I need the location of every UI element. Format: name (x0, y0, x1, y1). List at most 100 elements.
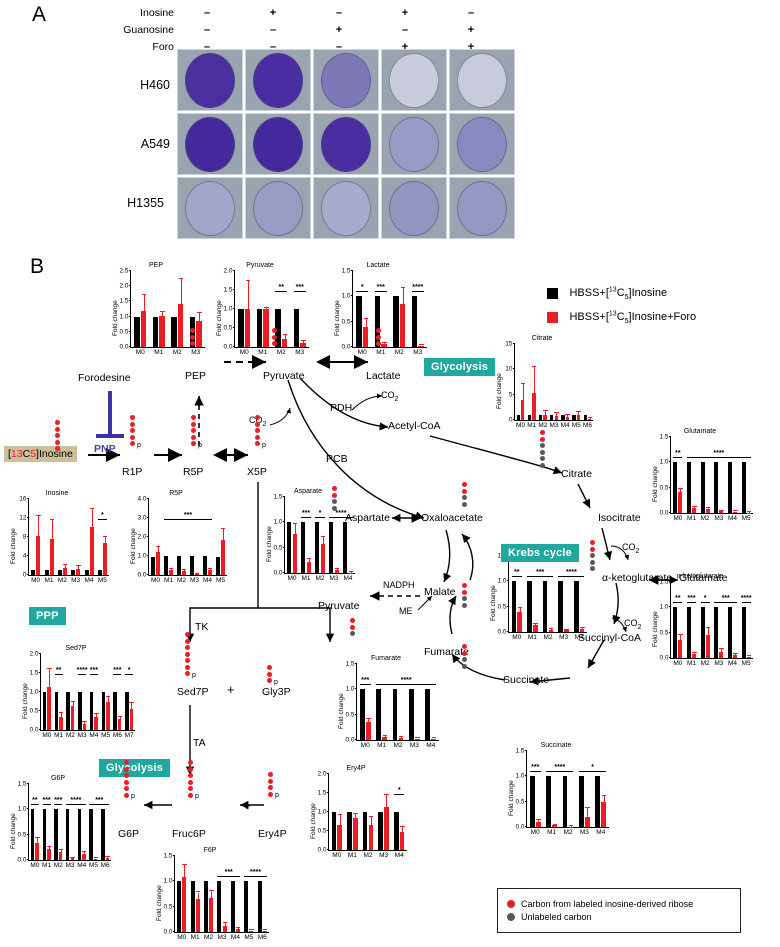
sign-guanosine-0: – (203, 23, 211, 36)
badge-glycolysis-top: Glycolysis (424, 358, 496, 376)
bar-HBSS13C5InosineForo-M2 (281, 339, 288, 347)
error-bar-cap (195, 891, 201, 893)
y-tick-label: 2.0 (137, 533, 147, 541)
significance-mark: *** (361, 677, 370, 685)
y-tick-mark (350, 346, 353, 347)
y-tick-label: 0.0 (223, 343, 233, 351)
error-bar (184, 865, 186, 877)
labeled-carbon-dot (462, 650, 467, 656)
sign-foro-4: + (467, 40, 475, 53)
bar-HBSS13C5InosineForo-M4 (399, 831, 405, 850)
x-tick-label: M1 (258, 349, 268, 356)
bar-HBSS13C5Inosine-M1 (347, 812, 352, 850)
error-bar-cap (601, 794, 607, 796)
error-bar-cap (35, 837, 40, 839)
bar-HBSS13C5Inosine-M5 (97, 570, 102, 575)
bar-HBSS13C5Inosine-M3 (550, 414, 554, 420)
node-lactate: Lactate (366, 370, 401, 382)
sign-foro-3: + (401, 40, 409, 53)
bar-HBSS13C5Inosine-M0 (287, 522, 292, 573)
unlabeled-carbon-dot (462, 596, 467, 601)
y-tick-label: 0.5 (29, 707, 39, 715)
significance-mark: *** (54, 797, 63, 805)
bar-HBSS13C5InosineForo-M3 (222, 925, 227, 932)
significance-mark: **** (554, 764, 566, 772)
phosphate-label: p (137, 441, 141, 449)
bar-HBSS13C5InosineForo-M2 (320, 543, 325, 573)
error-bar (72, 701, 74, 707)
condition-label-foro: Foro (152, 40, 174, 53)
error-bar (183, 570, 185, 572)
x-tick-label: M2 (394, 349, 404, 356)
bar-HBSS13C5InosineForo-M2 (705, 634, 710, 658)
cellline-label-h460: H460 (140, 78, 170, 92)
labeled-carbon-dot (124, 792, 129, 798)
x-tick-label: M3 (559, 634, 569, 641)
badge-krebs: Krebs cycle (501, 544, 579, 562)
x-tick-label: M2 (700, 660, 710, 667)
labeled-carbon-dot (540, 436, 545, 442)
bar-HBSS13C5Inosine-M7 (125, 692, 129, 730)
x-tick-label: M0 (150, 577, 161, 584)
significance-line (529, 771, 541, 773)
labeled-carbon-dot (332, 492, 337, 498)
node-r1p: R1P (122, 466, 143, 478)
x-tick-label: M0 (30, 862, 40, 869)
y-tick-mark (524, 750, 527, 751)
bar-HBSS13C5InosineForo-M3 (196, 320, 202, 347)
x-tick-label: M0 (673, 515, 683, 522)
error-bar (251, 930, 253, 931)
bar-HBSS13C5InosineForo-M3 (70, 858, 74, 860)
glyph-ery4p (268, 772, 273, 797)
labeled-carbon-dot (272, 334, 277, 340)
labeled-carbon-dot (124, 779, 129, 785)
error-bar-cap (382, 342, 387, 344)
error-bar-cap (222, 922, 227, 924)
bar-HBSS13C5Inosine-M5 (741, 607, 746, 658)
significance-mark: ** (32, 797, 38, 805)
x-tick-label: M4 (77, 862, 87, 869)
error-bar (180, 278, 182, 304)
y-tick-mark (26, 859, 29, 860)
error-bar (519, 608, 521, 612)
labeled-carbon-dot (191, 428, 196, 433)
y-tick-label: 2.0 (29, 650, 39, 658)
legend-swatch-red (547, 312, 558, 324)
bar-HBSS13C5InosineForo-M1 (159, 316, 165, 347)
x-tick-label: M6 (582, 422, 592, 429)
error-bar (433, 738, 435, 739)
chart-title: Pyruvate (246, 262, 274, 269)
x-tick-label: M0 (360, 742, 370, 749)
y-tick-mark (172, 855, 175, 856)
chart-title: R5P (169, 490, 183, 497)
significance-mark: **** (740, 595, 752, 603)
y-tick-label: 1.0 (497, 577, 507, 585)
bar-HBSS13C5Inosine-M5 (572, 414, 576, 420)
bar-HBSS13C5Inosine-M3 (411, 296, 418, 347)
labeled-carbon-dot (255, 421, 260, 427)
y-tick-label: 1.5 (119, 297, 129, 305)
labeled-carbon-dot (130, 415, 135, 420)
bar-HBSS13C5InosineForo-M2 (177, 303, 184, 347)
labeled-carbon-dot (55, 433, 60, 438)
error-bar (748, 512, 750, 513)
x-tick-label: M2 (172, 349, 182, 356)
y-tick-label: 1.0 (29, 688, 39, 696)
glyph-gly3p (267, 665, 272, 683)
labeled-carbon-dot (267, 671, 272, 677)
error-bar-cap (415, 737, 420, 739)
y-tick-mark (128, 300, 131, 302)
error-bar (721, 649, 723, 652)
culture-well (389, 116, 439, 172)
labeled-carbon-dot (376, 341, 381, 346)
significance-line (89, 804, 110, 806)
labeled-carbon-dot (540, 430, 545, 435)
badge-glycolysis-bottom: Glycolysis (99, 759, 171, 777)
well-box (245, 113, 311, 175)
glyph-lactate (376, 328, 381, 346)
error-bar-cap (102, 535, 108, 537)
